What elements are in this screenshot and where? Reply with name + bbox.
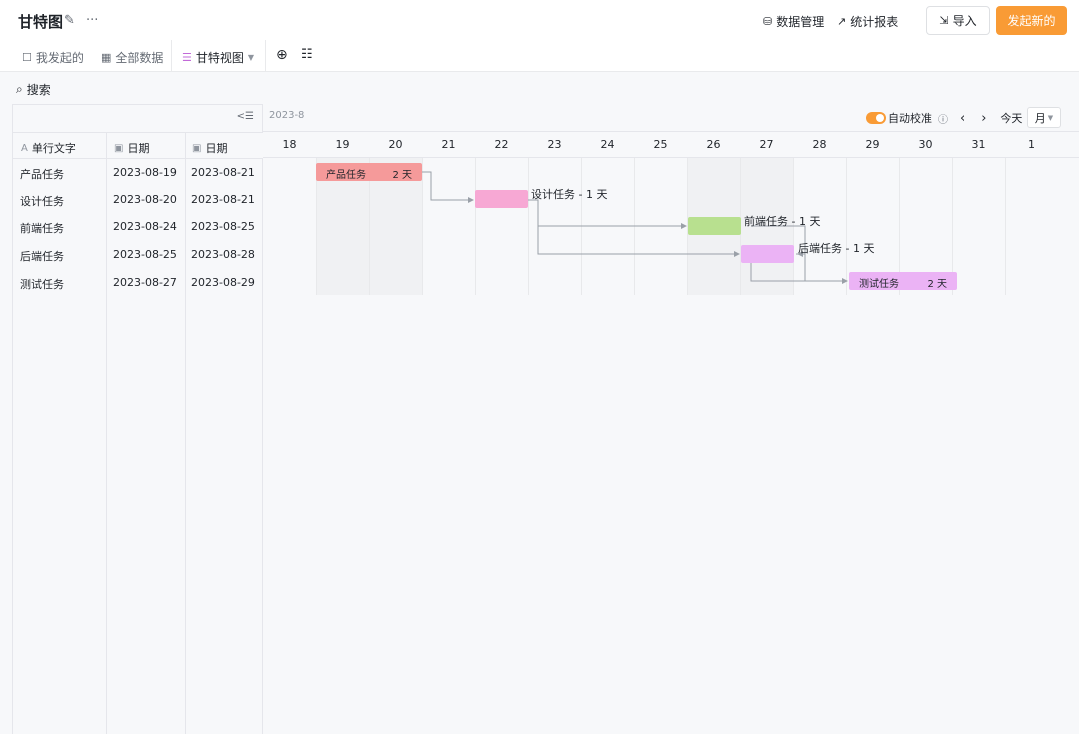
add-view-icon[interactable]: ⊕ [276, 47, 288, 63]
info-icon[interactable]: ⓘ [938, 114, 948, 126]
month-label: 2023-8 [269, 110, 305, 121]
column-divider [106, 133, 107, 160]
dependency-link [422, 171, 474, 203]
day-label: 31 [971, 138, 986, 151]
day-label: 23 [547, 138, 562, 151]
gantt-bar-design[interactable] [475, 190, 528, 208]
dependency-link [750, 262, 848, 284]
auto-calibrate-toggle[interactable] [866, 112, 886, 124]
gantt-bar-test[interactable]: 测试任务 2 天 [849, 272, 957, 290]
grid-line [316, 158, 317, 295]
chevron-down-icon[interactable]: ▼ [247, 53, 255, 62]
chart-icon: ↗ [837, 15, 847, 28]
day-label: 27 [759, 138, 774, 151]
column-header-end-date[interactable]: ▣ 日期 [192, 142, 228, 155]
gantt-bar-frontend[interactable] [688, 217, 741, 235]
table-row[interactable]: 前端任务 2023-08-24 2023-08-25 [20, 220, 255, 235]
day-label: 26 [706, 138, 721, 151]
column-divider [185, 159, 186, 734]
day-label: 25 [653, 138, 668, 151]
grid-line [422, 158, 423, 295]
import-button[interactable]: ⇲ 导入 [926, 6, 990, 35]
table-row[interactable]: 产品任务 2023-08-19 2023-08-21 [20, 166, 255, 181]
grid-line [952, 158, 953, 295]
stats-report-button[interactable]: ↗ 统计报表 [837, 15, 899, 29]
table-row[interactable]: 测试任务 2023-08-27 2023-08-29 [20, 276, 255, 291]
page-title: 甘特图 [18, 13, 64, 31]
inbox-icon: ☐ [22, 51, 32, 64]
data-manage-button[interactable]: ⛁ 数据管理 [763, 15, 825, 29]
gantt-icon: ☰ [182, 51, 192, 64]
view-tabs: ☐ 我发起的 ▦ 全部数据 ☰ 甘特视图 ▼ ⊕ ☷ [0, 40, 1079, 72]
grid-line [475, 158, 476, 295]
day-label: 22 [494, 138, 509, 151]
day-label: 19 [335, 138, 350, 151]
day-label: 20 [388, 138, 403, 151]
table-icon: ▦ [101, 51, 112, 64]
day-label: 18 [282, 138, 297, 151]
date-header: 18 19 20 21 22 23 24 25 26 27 28 29 30 3… [263, 131, 1079, 158]
grid-line [846, 158, 847, 295]
day-label: 30 [918, 138, 933, 151]
calendar-icon: ▣ [114, 142, 124, 154]
dependency-link [528, 199, 687, 229]
search-button[interactable]: ⌕ 搜索 [16, 82, 51, 97]
today-button[interactable]: 今天 [1000, 112, 1023, 125]
table-header: A 单行文字 ▣ 日期 ▣ 日期 [13, 132, 263, 160]
grid-line [1005, 158, 1006, 295]
tab-divider [265, 40, 266, 72]
grid-line [369, 158, 370, 295]
bar-label: 设计任务 - 1 天 [531, 188, 608, 201]
auto-calibrate-label: 自动校准 [888, 112, 932, 125]
gantt-controls: 自动校准 ⓘ ‹ › 今天 [866, 108, 1022, 128]
day-label: 1 [1028, 138, 1035, 151]
table-row[interactable]: 设计任务 2023-08-20 2023-08-21 [20, 193, 255, 208]
list-icon[interactable]: ☷ [301, 47, 313, 62]
collapse-icon[interactable]: <☰ [236, 111, 254, 122]
task-table: <☰ A 单行文字 ▣ 日期 ▣ 日期 产品任务 2023-08-19 2023… [12, 104, 263, 734]
tab-gantt-view[interactable]: ☰ 甘特视图 ▼ [182, 51, 255, 65]
import-icon: ⇲ [939, 14, 949, 27]
calendar-icon: ▣ [192, 142, 202, 154]
dependency-link [537, 226, 740, 257]
column-header-start-date[interactable]: ▣ 日期 [114, 142, 150, 155]
day-label: 28 [812, 138, 827, 151]
next-icon[interactable]: › [981, 110, 987, 126]
day-label: 24 [600, 138, 615, 151]
day-label: 29 [865, 138, 880, 151]
bar-label: 后端任务 - 1 天 [798, 242, 875, 255]
gantt-chart: 2023-8 自动校准 ⓘ ‹ › 今天 月 ▼ 18 19 20 21 22 … [263, 104, 1079, 734]
dependency-link [796, 253, 806, 281]
column-divider [185, 133, 186, 160]
edit-icon[interactable]: ✎ [64, 13, 75, 28]
chevron-down-icon: ▼ [1047, 113, 1054, 122]
column-header-text[interactable]: A 单行文字 [21, 142, 76, 155]
day-label: 21 [441, 138, 456, 151]
table-row[interactable]: 后端任务 2023-08-25 2023-08-28 [20, 248, 255, 263]
tab-divider [171, 40, 172, 72]
dependency-links [422, 171, 848, 284]
database-icon: ⛁ [763, 15, 773, 28]
text-field-icon: A [21, 142, 28, 154]
scale-select[interactable]: 月 ▼ [1027, 107, 1061, 128]
tab-all-data[interactable]: ▦ 全部数据 [101, 51, 164, 65]
prev-icon[interactable]: ‹ [960, 110, 966, 126]
gantt-bar-backend[interactable] [741, 245, 794, 263]
grid-line [528, 158, 529, 295]
new-button[interactable]: 发起新的 [996, 6, 1067, 35]
bar-label: 前端任务 - 1 天 [744, 215, 821, 228]
column-divider [106, 159, 107, 734]
tab-my-initiated[interactable]: ☐ 我发起的 [22, 51, 84, 65]
search-icon: ⌕ [16, 82, 23, 96]
grid-line [899, 158, 900, 295]
app-header: 甘特图 ✎ ··· ⛁ 数据管理 ↗ 统计报表 ⇲ 导入 发起新的 [0, 0, 1079, 40]
grid-line [687, 158, 688, 295]
search-bar: ⌕ 搜索 [0, 72, 1079, 104]
more-icon[interactable]: ··· [86, 13, 99, 28]
gantt-bar-product[interactable]: 产品任务 2 天 [316, 163, 422, 181]
